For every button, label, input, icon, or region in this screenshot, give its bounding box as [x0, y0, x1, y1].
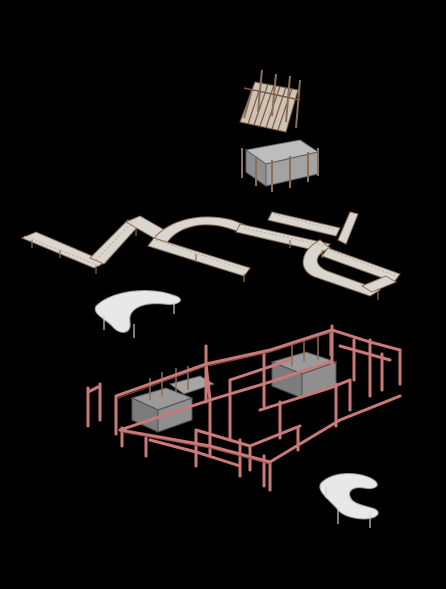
elevated-walkway-network — [20, 211, 401, 300]
timber-roof-structure — [239, 69, 301, 133]
steel-portal-frame-structure — [86, 324, 402, 492]
free-form-canopy-lower — [319, 473, 379, 528]
free-form-canopy-upper — [94, 290, 181, 338]
roof-module-box — [241, 139, 320, 192]
